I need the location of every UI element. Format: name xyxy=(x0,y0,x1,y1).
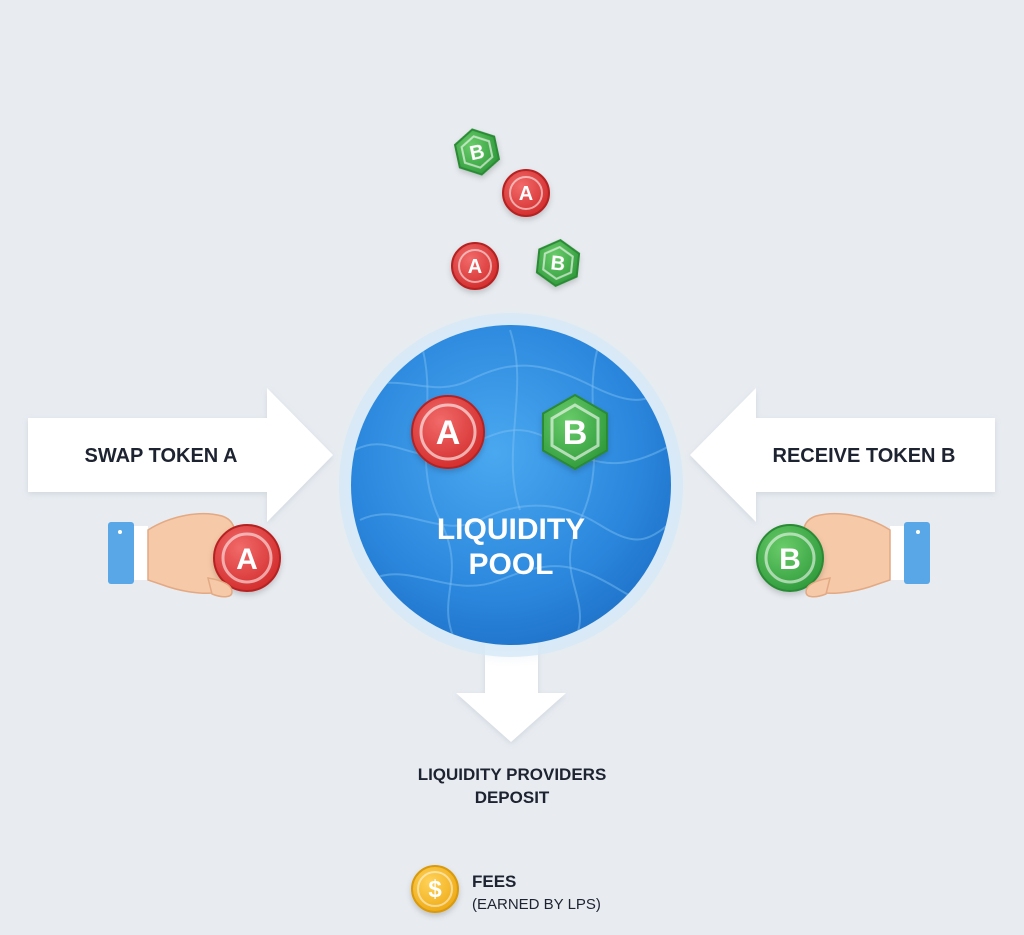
receive-label: RECEIVE TOKEN B xyxy=(773,445,956,467)
dollar-sign: $ xyxy=(428,876,442,903)
token-a-letter: A xyxy=(436,414,461,452)
token-a-icon: A xyxy=(502,169,550,217)
fees-title: FEES xyxy=(472,872,516,891)
hand-holding-coin-icon: B xyxy=(756,512,930,598)
swap-arrow xyxy=(28,388,333,522)
token-b-letter: B xyxy=(468,141,487,166)
token-b-letter: B xyxy=(563,414,588,452)
hand-holding-coin-icon: A xyxy=(108,512,281,598)
token-a-icon: A xyxy=(213,524,281,592)
falling-tokens: B A A B xyxy=(451,128,581,290)
token-b-icon: B xyxy=(453,128,501,176)
token-b-letter: B xyxy=(550,252,567,275)
token-a-icon: A xyxy=(451,242,499,290)
deposit-label-line1: LIQUIDITY PROVIDERS xyxy=(418,765,607,784)
pool-token-b-icon: B xyxy=(542,393,608,471)
fees-subtitle: (EARNED BY LPS) xyxy=(472,896,601,913)
deposit-label-line2: DEPOSIT xyxy=(475,788,550,807)
pool-token-a-icon: A xyxy=(411,395,485,469)
receive-arrow xyxy=(690,388,995,522)
deposit-arrow xyxy=(456,600,566,742)
token-b-letter: B xyxy=(779,543,801,576)
pool-title-line1: LIQUIDITY xyxy=(437,513,585,546)
dollar-coin-icon: $ xyxy=(411,865,459,913)
liquidity-pool: LIQUIDITY POOL xyxy=(329,303,693,667)
token-b-icon: B xyxy=(535,238,581,288)
token-a-letter: A xyxy=(236,543,258,576)
token-a-letter: A xyxy=(519,183,533,205)
token-a-letter: A xyxy=(468,256,482,278)
water-ripples xyxy=(354,329,671,645)
token-b-icon: B xyxy=(756,524,824,592)
swap-label: SWAP TOKEN A xyxy=(85,445,238,467)
pool-title-line2: POOL xyxy=(468,548,553,581)
